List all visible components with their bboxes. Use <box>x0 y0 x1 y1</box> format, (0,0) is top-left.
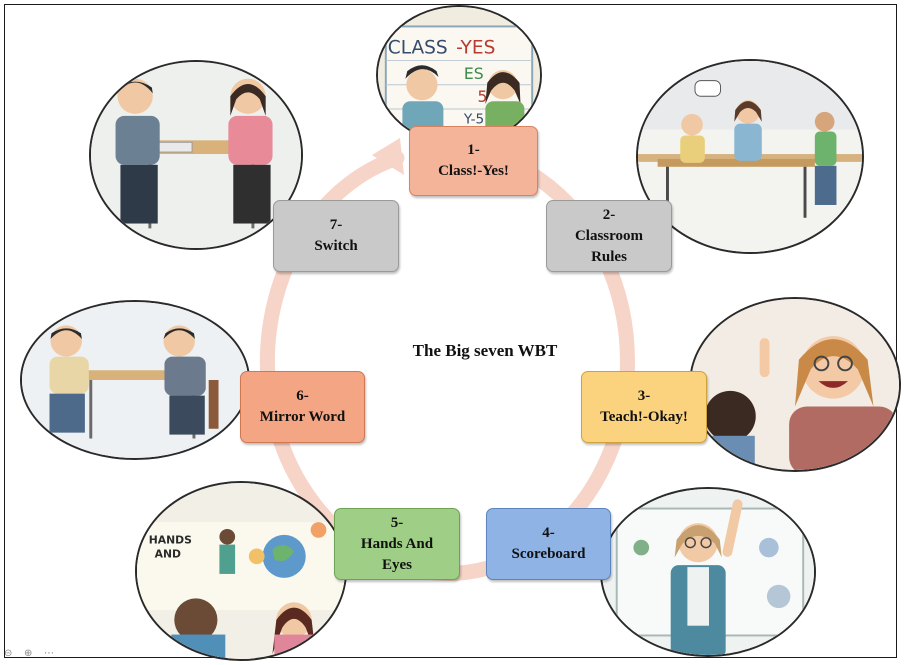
cycle-arrowhead <box>372 138 404 175</box>
step-6-mirror-word: 6- Mirror Word <box>240 371 365 443</box>
step-2-classroom-rules: 2- Classroom Rules <box>546 200 672 272</box>
step-3-number: 3- <box>637 388 651 404</box>
diagram-title: The Big seven WBT <box>412 341 558 360</box>
step-6-label: Mirror Word <box>259 409 346 425</box>
step-7-switch: 7- Switch <box>273 200 399 272</box>
step-5-number: 5- <box>390 514 404 531</box>
step-4-number: 4- <box>542 525 555 541</box>
step-6-number: 6- <box>296 388 309 404</box>
more-options-icon[interactable]: ⋯ <box>44 648 54 659</box>
board-text-class: CLASS <box>388 38 448 59</box>
step-1-number: 1- <box>467 142 480 158</box>
scoreboard-illustration <box>600 487 816 657</box>
step-2-number: 2- <box>602 206 616 223</box>
step-7-label: Switch <box>314 238 358 254</box>
step-5-hands-and-eyes: 5- Hands And Eyes <box>334 508 460 580</box>
teach-okay-illustration <box>689 297 901 472</box>
step-3-label: Teach!-Okay! <box>600 409 688 425</box>
step-3-teach-okay: 3- Teach!-Okay! <box>581 371 707 443</box>
zoom-in-icon[interactable]: ⊕ <box>24 648 33 659</box>
classroom-rules-illustration <box>636 59 864 254</box>
step-4-label: Scoreboard <box>511 546 586 562</box>
class-yes-illustration: CLASS -YES ES 5 Y-5 <box>376 5 542 145</box>
board-text-yes: -YES <box>456 38 495 59</box>
mirror-word-illustration <box>20 300 250 460</box>
board-text-es: ES <box>464 65 484 83</box>
poster-text-and: AND <box>155 547 181 560</box>
step-5-label: Hands And Eyes <box>360 535 434 573</box>
hands-and-eyes-illustration: HANDS AND <box>135 481 347 661</box>
board-text-5: 5 <box>478 88 488 106</box>
switch-illustration <box>89 60 303 250</box>
board-text-y5: Y-5 <box>463 112 484 128</box>
step-1-label: Class!-Yes! <box>438 163 509 179</box>
step-7-number: 7- <box>329 217 343 233</box>
step-4-scoreboard: 4- Scoreboard <box>486 508 611 580</box>
step-2-label: Classroom Rules <box>574 227 644 265</box>
zoom-out-icon[interactable]: ⊝ <box>4 648 13 659</box>
poster-text-hands: HANDS <box>149 534 192 547</box>
step-1-class-yes: 1- Class!-Yes! <box>409 126 538 196</box>
